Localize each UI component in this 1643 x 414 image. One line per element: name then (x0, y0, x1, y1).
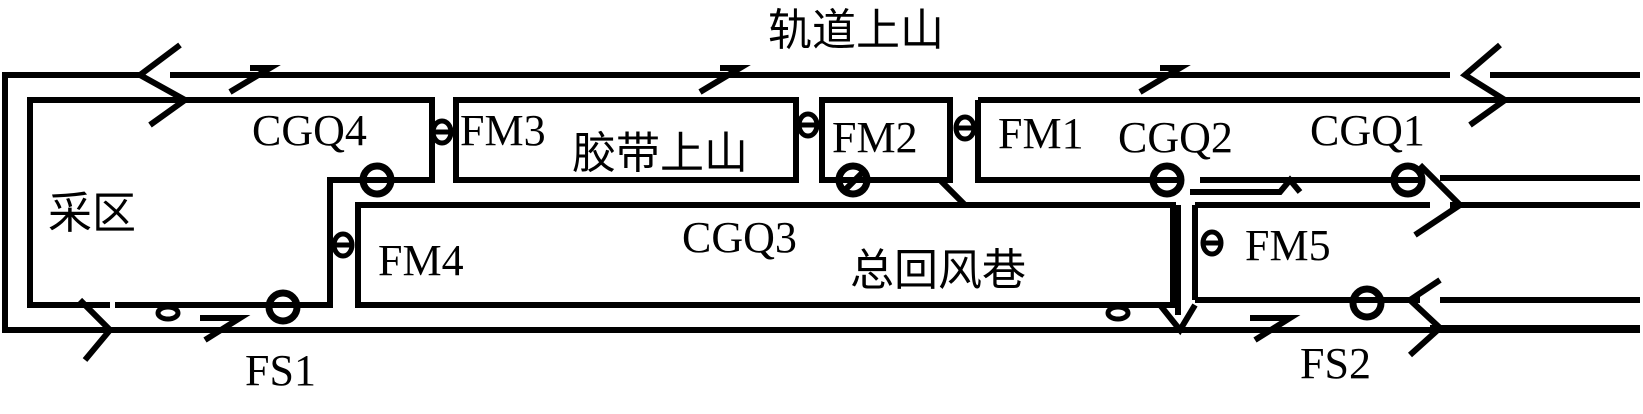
belt-incline-box (453, 97, 799, 183)
chevron-bottom-right-icon (1405, 277, 1445, 358)
air-door-bottom-mid-icon (1105, 304, 1131, 322)
airflow-arrow-icon (1250, 315, 1301, 343)
fm2-label: FM2 (832, 113, 918, 162)
air-door-fm5-icon (1200, 229, 1224, 257)
airflow-arrow-icon (698, 65, 751, 95)
mining-area-label: 采区 (48, 188, 136, 239)
air-door-bottom-left-icon (155, 304, 181, 322)
chevron-top-left-icon (138, 42, 191, 128)
mining-area-inner-wall (27, 97, 178, 308)
air-door-fm4-icon (331, 231, 355, 259)
track-incline-label: 轨道上山 (768, 5, 944, 56)
sensor-cgq4-icon (359, 162, 395, 198)
cgq4-label: CGQ4 (252, 106, 367, 155)
airflow-arrow-icon (200, 315, 251, 343)
mining-area-outer-wall (2, 72, 140, 333)
fm1-label: FM1 (998, 109, 1084, 158)
chevron-mid-right-icon (1413, 162, 1465, 238)
fm1-roadway (975, 97, 1480, 183)
belt-incline-label: 胶带上山 (572, 128, 748, 179)
airflow-arrow-icon (1190, 175, 1303, 195)
chevron-bottom-left-icon (77, 297, 113, 362)
air-door-fm2-icon (796, 111, 820, 139)
cgq3-label: CGQ3 (682, 213, 797, 262)
sensor-cgq1-icon (1390, 162, 1426, 198)
airflow-arrow-icon (937, 177, 968, 208)
fs1-label: FS1 (245, 346, 316, 395)
main-return-label: 总回风巷 (850, 245, 1026, 296)
chevron-top-right-icon (1459, 42, 1511, 128)
fs2-label: FS2 (1300, 339, 1371, 388)
airflow-arrow-icon (1080, 302, 1198, 336)
airflow-arrow-icon (228, 65, 281, 95)
fm4-label: FM4 (378, 236, 464, 285)
sensor-fs2-icon (1349, 285, 1385, 321)
sensor-fs1-icon (265, 289, 301, 325)
fm3-label: FM3 (460, 106, 546, 155)
cgq2-label: CGQ2 (1118, 113, 1233, 162)
air-door-fm3-icon (430, 118, 454, 146)
airflow-arrow-icon (1138, 65, 1191, 95)
fm2-box (819, 97, 953, 183)
sensor-cgq2-icon (1149, 162, 1185, 198)
air-door-fm1-icon (953, 114, 977, 142)
fm5-label: FM5 (1245, 221, 1331, 270)
cgq1-label: CGQ1 (1310, 106, 1425, 155)
sensor-cgq3-icon (835, 162, 871, 198)
